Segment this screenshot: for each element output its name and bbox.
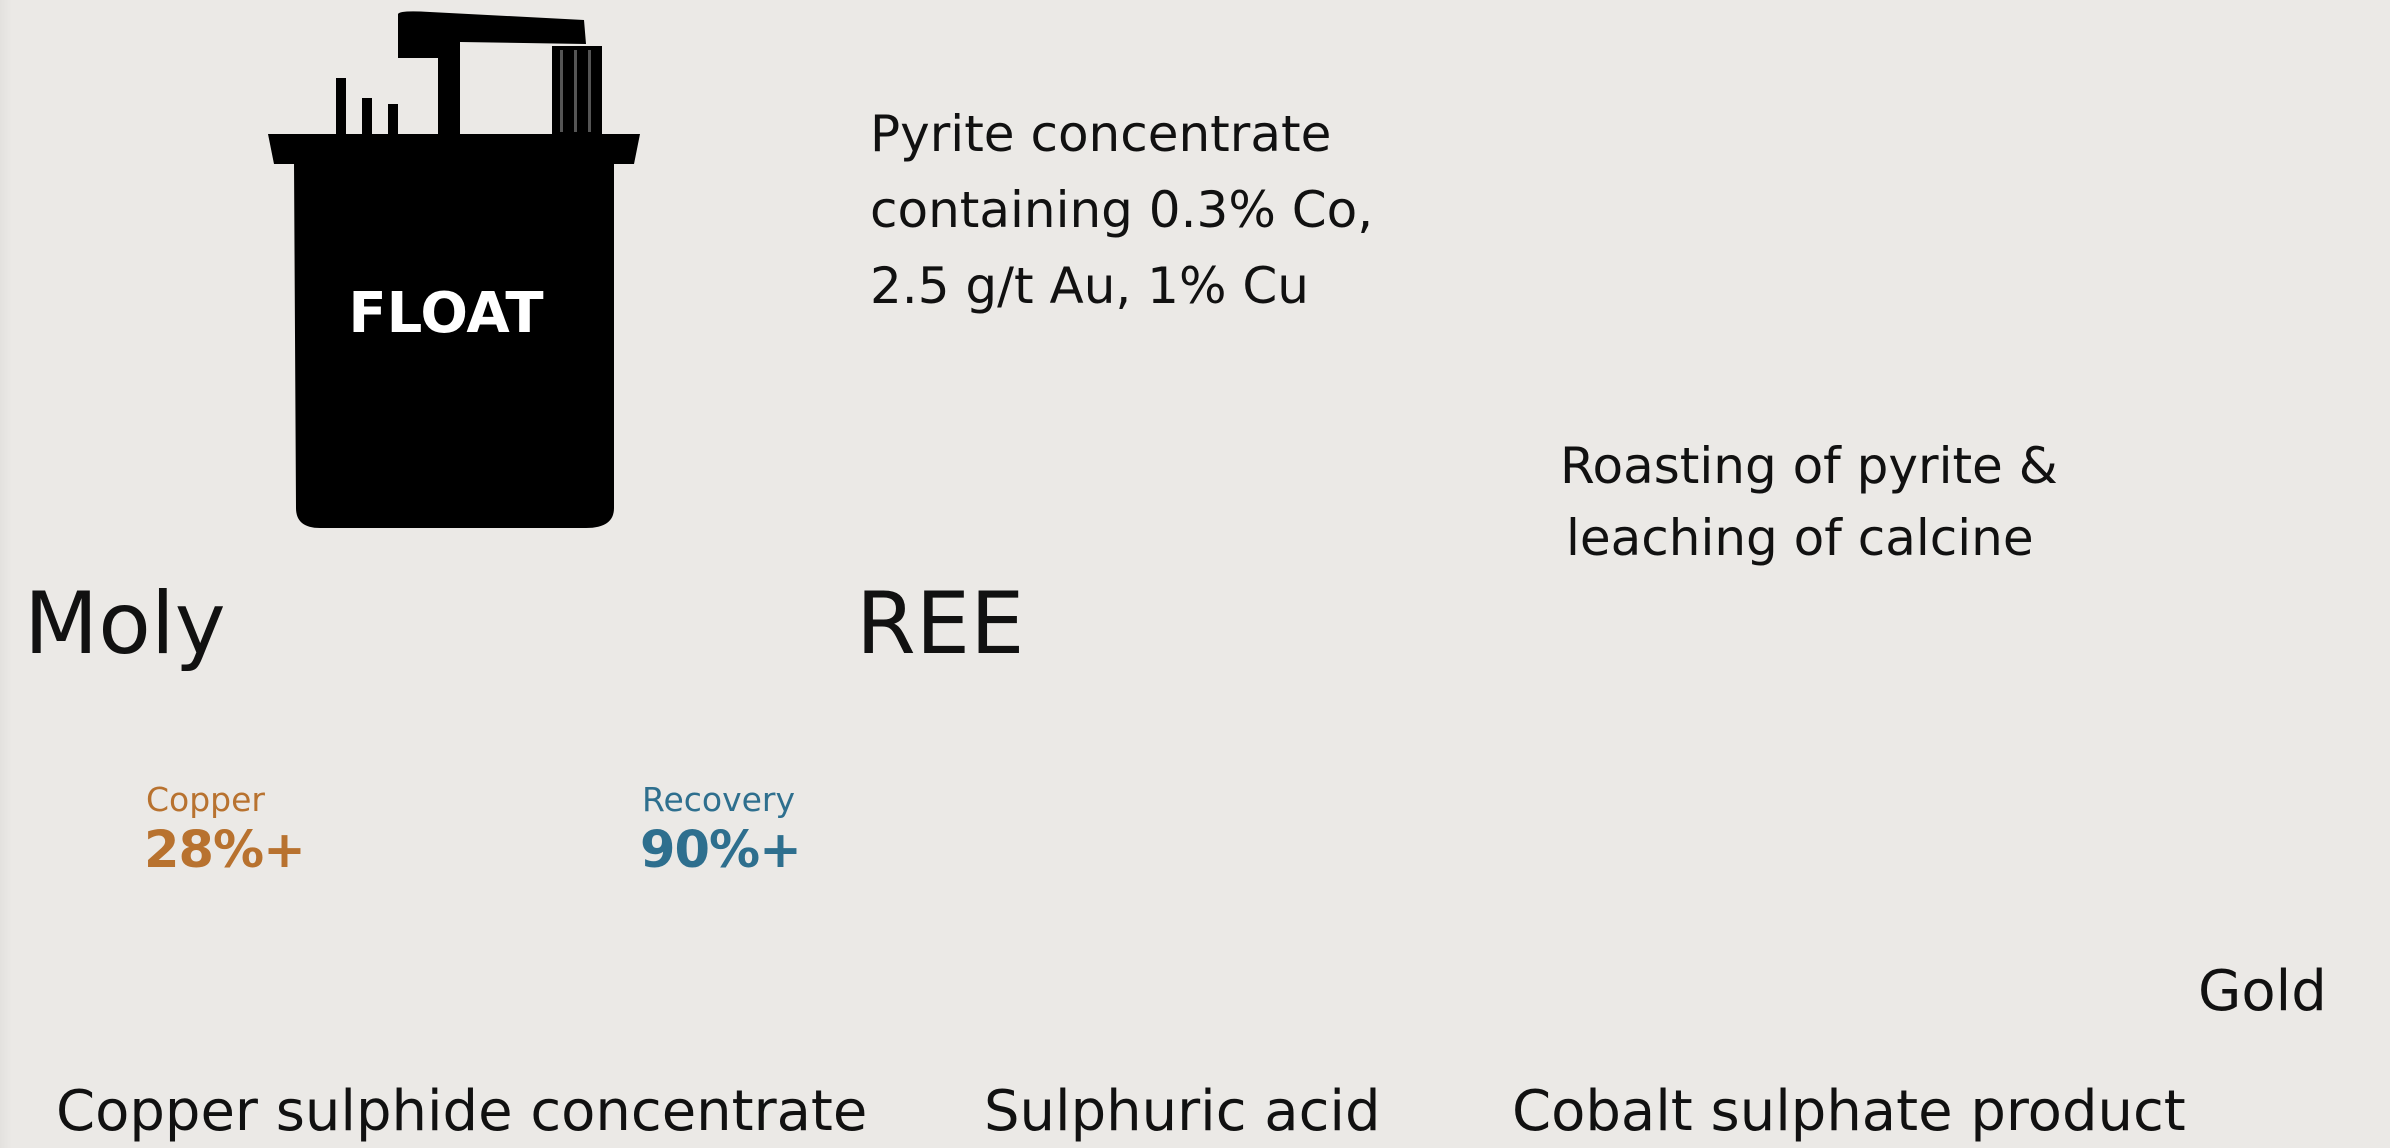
cell-pipe-1 xyxy=(336,78,346,136)
feed-line-1: Pyrite concentrate xyxy=(870,105,1332,163)
cell-rim xyxy=(268,134,640,164)
float-cell-label: FLOAT xyxy=(348,281,544,346)
roasting-line-2: leaching of calcine xyxy=(1566,509,2034,567)
cell-pipe-2 xyxy=(362,98,372,136)
feed-stream-text: Pyrite concentrate containing 0.3% Co, 2… xyxy=(870,96,1373,324)
feed-line-3: 2.5 g/t Au, 1% Cu xyxy=(870,257,1309,315)
copper-grade-value: 28%+ xyxy=(144,821,306,880)
copper-concentrate-caption: Copper sulphide concentrate xyxy=(56,1079,868,1144)
gold-label: Gold xyxy=(2198,959,2327,1024)
flotation-cell-icon xyxy=(268,11,640,528)
roasting-step-text: Roasting of pyrite & leaching of calcine xyxy=(1560,430,2058,574)
cobalt-product-caption: Cobalt sulphate product xyxy=(1512,1079,2186,1144)
ree-label: REE xyxy=(856,574,1025,674)
moly-label: Moly xyxy=(24,574,226,674)
cell-mechanism xyxy=(398,11,586,136)
cell-tank xyxy=(294,162,614,528)
copper-grade-label: Copper xyxy=(146,780,265,819)
recovery-label: Recovery xyxy=(642,780,796,819)
roasting-line-1: Roasting of pyrite & xyxy=(1560,437,2058,495)
sulphuric-acid-caption: Sulphuric acid xyxy=(984,1079,1381,1144)
cell-pipe-3 xyxy=(388,104,398,136)
recovery-value: 90%+ xyxy=(640,821,802,880)
feed-line-2: containing 0.3% Co, xyxy=(870,181,1374,239)
